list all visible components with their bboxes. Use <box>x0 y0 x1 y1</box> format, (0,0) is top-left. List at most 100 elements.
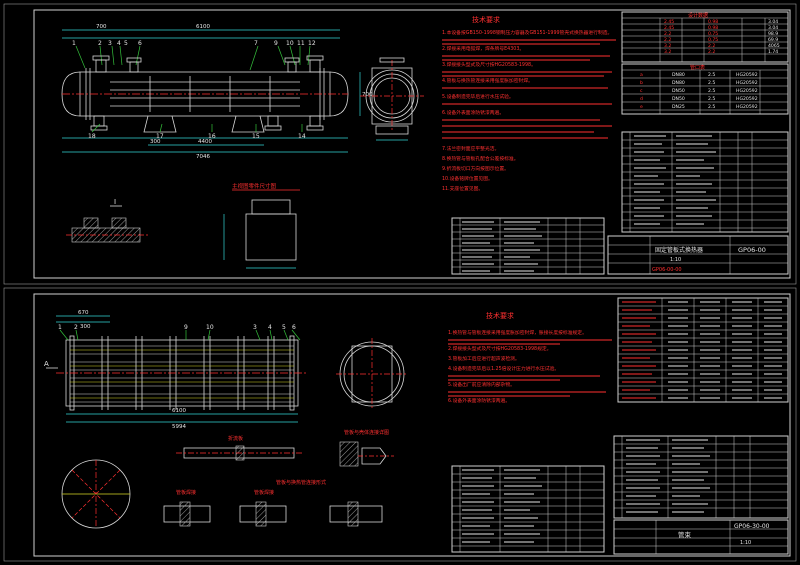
svg-text:2.焊接采用电弧焊，焊条牌号E4303。: 2.焊接采用电弧焊，焊条牌号E4303。 <box>442 45 524 52</box>
svg-text:2: 2 <box>98 40 102 47</box>
nozzle-cell: 2.5 <box>708 88 715 94</box>
svg-text:5.设备制造完毕后进行水压试验。: 5.设备制造完毕后进行水压试验。 <box>442 93 514 100</box>
svg-text:16: 16 <box>208 133 216 140</box>
caption-baffle: 折流板 <box>228 435 243 442</box>
sheet1-detail: 主视图零件尺寸图 I <box>66 182 300 269</box>
svg-text:4: 4 <box>117 40 121 47</box>
design-cell: 0.98 <box>708 25 718 31</box>
caption-weld-1: 管板焊接 <box>176 489 196 496</box>
dim-6100-s2: 6100 <box>172 408 186 414</box>
svg-text:1.本设备按GB150-1998钢制压力容器及GB151-1: 1.本设备按GB150-1998钢制压力容器及GB151-1999管壳式换热器进… <box>442 29 612 36</box>
svg-text:2.焊接接头型式及尺寸按HG20583-1998规定。: 2.焊接接头型式及尺寸按HG20583-1998规定。 <box>448 345 551 352</box>
svg-text:10: 10 <box>206 324 214 331</box>
sheet1-detail-title: 主视图零件尺寸图 <box>232 182 277 190</box>
dim-6100: 6100 <box>196 24 210 30</box>
design-cell: 4065 <box>768 43 780 49</box>
svg-text:6: 6 <box>292 324 296 331</box>
sheet1-frame <box>3 3 797 285</box>
svg-text:3: 3 <box>253 324 257 331</box>
sheet2-parts-list <box>451 435 789 553</box>
dim-4400: 4400 <box>198 139 212 145</box>
sheet1-tech-title: 技术要求 <box>472 15 500 24</box>
nozzle-cell: HG20592 <box>736 96 758 102</box>
svg-text:11: 11 <box>297 40 305 47</box>
svg-text:11.支座位置见图。: 11.支座位置见图。 <box>442 185 483 192</box>
sheet1-code: GP06-00-00 <box>652 267 682 273</box>
design-cell: 2.45 <box>664 19 674 25</box>
svg-text:15: 15 <box>252 133 260 140</box>
svg-text:10: 10 <box>286 40 294 47</box>
svg-text:5: 5 <box>124 40 128 47</box>
nozzle-cell: HG20592 <box>736 80 758 86</box>
nozzle-cell: 2.5 <box>708 104 715 110</box>
svg-text:3: 3 <box>108 40 112 47</box>
sheet1-scale: 1:10 <box>670 257 681 263</box>
sheet2-dimensions: 670 300 6100 5994 A <box>44 310 186 430</box>
nozzle-cell: HG20592 <box>736 104 758 110</box>
design-cell: 2.2 <box>708 49 715 55</box>
sheet2-title-name: 管束 <box>678 530 692 539</box>
sheet1-dimensions: 700 6100 4400 7046 300 700 <box>96 24 373 160</box>
sheet2-details: 折流板 管板与换热管连接形式 管板焊接 管板焊接 管板与壳体连接详图 <box>61 429 394 529</box>
design-cell: 3.2 <box>664 49 671 55</box>
nozzle-cell: e <box>640 105 643 110</box>
svg-text:1: 1 <box>58 324 62 331</box>
sheet1-parts-list-lower <box>451 217 605 275</box>
svg-text:1: 1 <box>72 40 76 47</box>
nozzle-cell: a <box>640 73 643 78</box>
sheet1-tech-requirements: 技术要求 1.本设备按GB150-1998钢制压力容器及GB151-1999管壳… <box>442 15 616 192</box>
design-cell: 2.2 <box>664 37 671 43</box>
nozzle-cell: HG20592 <box>736 88 758 94</box>
nozzle-cell: DN50 <box>672 96 685 102</box>
svg-text:6: 6 <box>138 40 142 47</box>
sheet2-scale: 1:10 <box>740 540 751 546</box>
sheet1-parts-list <box>621 131 789 233</box>
design-cell: 0.75 <box>708 37 718 43</box>
nozzle-cell: 2.5 <box>708 72 715 78</box>
svg-text:8.换热管与管板孔配合公差按标准。: 8.换热管与管板孔配合公差按标准。 <box>442 155 519 162</box>
design-cell: 1.74 <box>768 49 778 55</box>
svg-text:9: 9 <box>184 324 188 331</box>
design-cell: 69.9 <box>768 37 778 43</box>
dim-700-side: 700 <box>362 92 373 98</box>
design-cell: 2.2 <box>708 43 715 49</box>
detail-label-I: I <box>114 198 116 206</box>
nozzle-cell: 2.5 <box>708 96 715 102</box>
nozzle-cell: DN50 <box>672 88 685 94</box>
svg-text:4.管板与换热管连接采用强度胀加密封焊。: 4.管板与换热管连接采用强度胀加密封焊。 <box>442 77 533 84</box>
sheet2-cross-section <box>336 338 408 410</box>
design-cell: 2.2 <box>664 31 671 37</box>
svg-text:9: 9 <box>274 40 278 47</box>
design-cell: 0.98 <box>708 19 718 25</box>
design-cell: 98.9 <box>768 31 778 37</box>
dim-700-top: 700 <box>96 24 107 30</box>
dim-300-s2: 300 <box>80 324 91 330</box>
dim-670: 670 <box>78 310 89 316</box>
svg-text:7: 7 <box>254 40 258 47</box>
design-cell: 2.45 <box>664 25 674 31</box>
dim-300: 300 <box>150 139 161 145</box>
nozzle-cell: HG20592 <box>736 72 758 78</box>
caption-tube-joint: 管板与换热管连接形式 <box>276 479 326 486</box>
svg-text:5.设备出厂前应清除内部杂物。: 5.设备出厂前应清除内部杂物。 <box>448 381 515 388</box>
nozzle-table-title: 管口表 <box>690 64 705 71</box>
sheet1-end-view <box>360 57 424 141</box>
svg-text:2: 2 <box>74 324 78 331</box>
dim-7046: 7046 <box>196 154 210 160</box>
nozzle-cell: DN25 <box>672 104 685 110</box>
sheet1-drawing-no: GP06-00 <box>738 246 766 254</box>
svg-text:3.焊接接头型式及尺寸按HG20583-1998。: 3.焊接接头型式及尺寸按HG20583-1998。 <box>442 61 536 68</box>
svg-text:4.设备制造完毕后以1.25倍设计压力进行水压试验。: 4.设备制造完毕后以1.25倍设计压力进行水压试验。 <box>448 365 559 372</box>
caption-weld-2: 管板焊接 <box>254 489 274 496</box>
svg-text:18: 18 <box>88 133 96 140</box>
caption-shell-joint: 管板与壳体连接详图 <box>344 429 389 436</box>
sheet2-data-table <box>617 297 789 403</box>
nozzle-cell: b <box>640 80 643 86</box>
svg-text:1.换热管与管板连接采用强度胀加密封焊，胀接长度按标准规定。: 1.换热管与管板连接采用强度胀加密封焊，胀接长度按标准规定。 <box>448 329 587 336</box>
